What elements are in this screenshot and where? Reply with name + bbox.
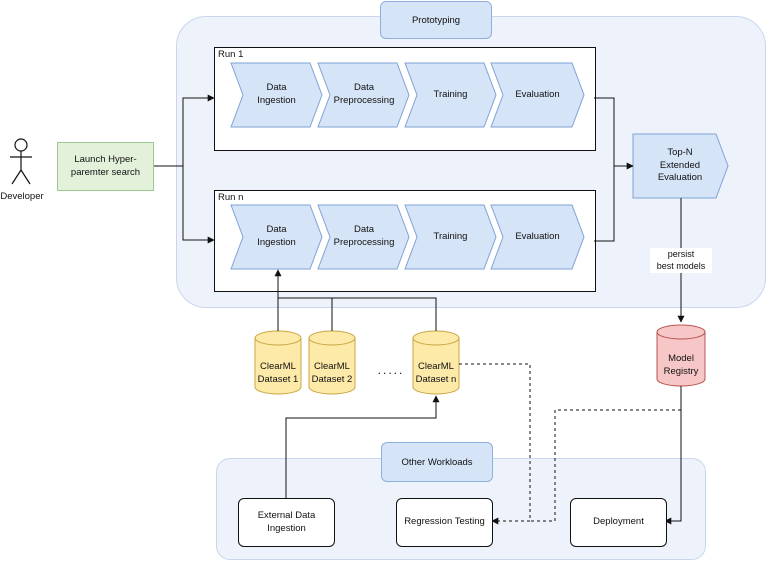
- run-1-stage-chevron: [317, 62, 410, 128]
- run-1-stage-label: Data Ingestion: [257, 82, 296, 106]
- deployment-label: Deployment: [593, 516, 644, 528]
- run-1-stage-chevron: [490, 62, 585, 128]
- external-data-ingestion-label: External Data Ingestion: [257, 509, 316, 534]
- deployment-box: Deployment: [570, 498, 667, 547]
- external-data-ingestion-box: External Data Ingestion: [238, 498, 335, 547]
- run-1-stage-label: Evaluation: [515, 88, 560, 100]
- dataset-2-cylinder: [308, 330, 356, 395]
- run-n-stage-label: Data Preprocessing: [333, 224, 395, 248]
- dataset-1-label: ClearML Dataset 1: [257, 361, 299, 385]
- run-n-stage-label: Evaluation: [515, 230, 560, 242]
- model-registry-cylinder: [656, 324, 706, 387]
- launch-label: Launch Hyper- paremter search: [70, 153, 141, 178]
- run-n-stage-chevron: [317, 204, 410, 270]
- run-1-stage-chevron: [404, 62, 497, 128]
- run-n-stage-label: Data Ingestion: [257, 224, 296, 248]
- run-1-stage-label: Data Preprocessing: [333, 82, 395, 106]
- launch-hyperparameter-search-box: Launch Hyper- paremter search: [57, 142, 154, 191]
- persist-best-models-label: persist best models: [650, 248, 712, 274]
- run-n-stage-label: Training: [433, 230, 468, 242]
- run-1-title: Run 1: [218, 49, 244, 60]
- datasets-ellipsis: .....: [377, 363, 405, 377]
- dataset-2-label: ClearML Dataset 2: [311, 361, 353, 385]
- other-workloads-title: Other Workloads: [381, 442, 493, 482]
- run-n-stage-chevron: [490, 204, 585, 270]
- regression-testing-label: Regression Testing: [404, 516, 485, 528]
- run-n-stage-chevron: [230, 204, 323, 270]
- topn-label: Top-N Extended Evaluation: [657, 146, 703, 184]
- regression-testing-box: Regression Testing: [396, 498, 493, 547]
- model-registry-label: Model Registry: [663, 353, 699, 377]
- dataset-n-cylinder: [412, 330, 460, 395]
- developer-label: Developer: [0, 191, 44, 202]
- run-n-title: Run n: [218, 192, 244, 203]
- run-1-stage-label: Training: [433, 88, 468, 100]
- dataset-1-cylinder: [254, 330, 302, 395]
- prototyping-title: Prototyping: [380, 1, 492, 39]
- run-n-stage-chevron: [404, 204, 497, 270]
- run-1-stage-chevron: [230, 62, 323, 128]
- developer-icon: [10, 138, 32, 185]
- dataset-n-label: ClearML Dataset n: [415, 361, 457, 385]
- topn-evaluation-chevron: [632, 133, 729, 199]
